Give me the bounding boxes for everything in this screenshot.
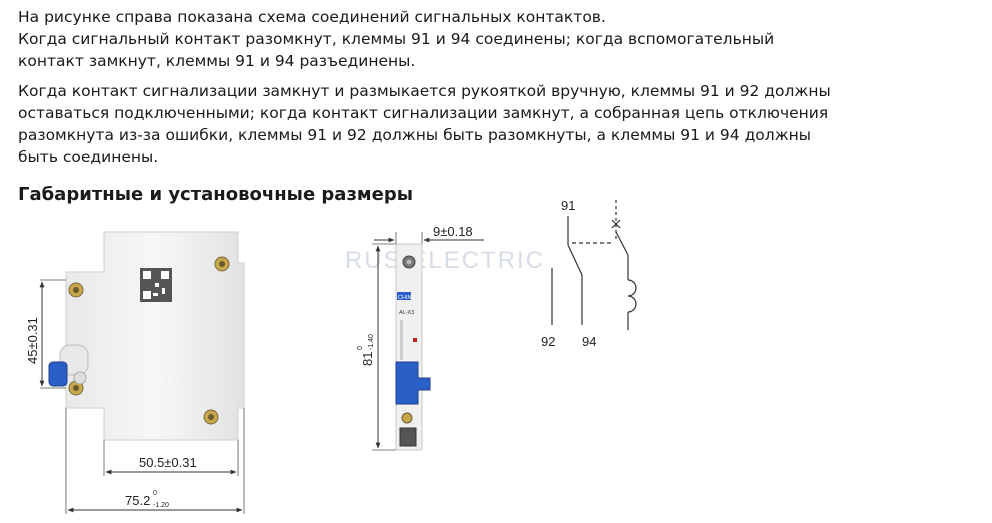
intro-line-2: Когда сигнальный контакт разомкнут, клем… — [18, 30, 775, 48]
screw-icon — [68, 282, 84, 298]
dim-inner-width-label: 50.5±0.31 — [139, 455, 197, 470]
dim-outer-width-sup: 0 — [153, 490, 157, 497]
aux-contact-drawing: CHINT AL-X3 9±0.18 81 0 -1.40 — [357, 224, 484, 451]
section-heading: Габаритные и установочные размеры — [18, 184, 413, 205]
terminal-92-label: 92 — [541, 334, 555, 349]
contact-schematic — [551, 200, 637, 330]
dim-aux-height-label: 81 — [360, 352, 375, 366]
terminal-91-label: 91 — [561, 198, 575, 213]
dim-aux-height-sup: 0 — [357, 346, 364, 350]
behavior-line-1: Когда контакт сигнализации замкнут и раз… — [18, 82, 831, 100]
dim-height-label: 45±0.31 — [25, 317, 40, 364]
brand-badge — [397, 292, 411, 300]
model-text: AL-X3 — [399, 310, 414, 316]
intro-line-1: На рисунке справа показана схема соедине… — [18, 8, 606, 26]
behavior-line-4: быть соединены. — [18, 148, 159, 166]
behavior-line-2: оставаться подключенными; когда контакт … — [18, 104, 829, 122]
screw-icon — [68, 380, 84, 396]
intro-line-3: контакт замкнут, клеммы 91 и 94 разъедин… — [18, 52, 416, 70]
terminal-94-label: 94 — [582, 334, 596, 349]
brand-text: CHINT — [398, 295, 415, 301]
qr-code — [140, 268, 172, 302]
screw-icon — [203, 409, 219, 425]
behavior-line-3: разомкнута из-за ошибки, клеммы 91 и 92 … — [18, 126, 812, 144]
intro-paragraph: На рисунке справа показана схема соедине… — [18, 6, 774, 72]
circuit-breaker-drawing: 45±0.31 50.5±0.31 75.2 0 -1.20 — [25, 231, 245, 514]
watermark: RUS ELECTRIC — [345, 247, 545, 274]
dim-aux-width-label: 9±0.18 — [433, 224, 473, 239]
screw-icon — [214, 256, 230, 272]
behavior-paragraph: Когда контакт сигнализации замкнут и раз… — [18, 80, 831, 168]
dim-outer-width-label: 75.2 — [125, 493, 150, 508]
dim-aux-height-sub: -1.40 — [368, 334, 375, 350]
aux-handle — [395, 361, 431, 405]
breaker-handle — [48, 344, 89, 387]
dim-outer-width-sub: -1.20 — [153, 502, 169, 509]
